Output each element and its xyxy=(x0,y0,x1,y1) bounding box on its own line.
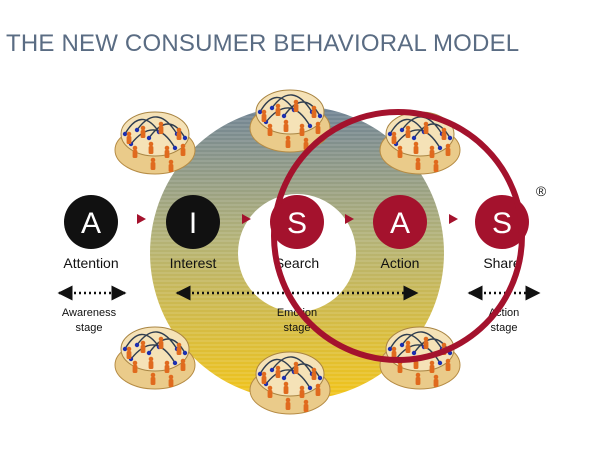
step-circle xyxy=(166,195,220,249)
awareness-stage-sub: stage xyxy=(76,322,103,334)
network-cluster-icon xyxy=(249,351,331,415)
step-letter: S xyxy=(492,207,512,240)
step-label: Interest xyxy=(170,255,217,271)
step-label: Share xyxy=(483,255,521,271)
step-circle xyxy=(64,195,118,249)
action-stage-sub: stage xyxy=(491,322,518,334)
step-interest: I Interest xyxy=(166,195,220,271)
network-cluster-icon xyxy=(114,111,196,175)
emotion-stage-sub: stage xyxy=(284,322,311,334)
step-letter: I xyxy=(189,207,197,240)
step-letter: S xyxy=(287,207,307,240)
network-cluster-icon xyxy=(114,326,196,390)
step-search: S Search xyxy=(270,195,324,271)
background-ring xyxy=(150,106,444,400)
flow-arrow-icon xyxy=(345,214,354,224)
step-circle xyxy=(373,195,427,249)
flow-arrow-icon xyxy=(449,214,458,224)
step-circle xyxy=(475,195,529,249)
flow-arrow-icon xyxy=(137,214,146,224)
step-letter: A xyxy=(81,207,101,240)
awareness-stage-label: Awareness xyxy=(62,307,117,319)
step-attention: A Attention xyxy=(63,195,119,271)
step-label: Attention xyxy=(63,255,118,271)
step-share: S Share xyxy=(475,195,529,271)
step-circle xyxy=(270,195,324,249)
step-label: Search xyxy=(275,255,319,271)
page-title: THE NEW CONSUMER BEHAVIORAL MODEL xyxy=(6,30,520,57)
flow-arrow-icon xyxy=(242,214,251,224)
registered-mark: ® xyxy=(536,183,547,199)
step-letter: A xyxy=(390,207,410,240)
step-action: A Action xyxy=(373,195,427,271)
share-loop-circle xyxy=(271,109,525,363)
step-label: Action xyxy=(381,255,420,271)
